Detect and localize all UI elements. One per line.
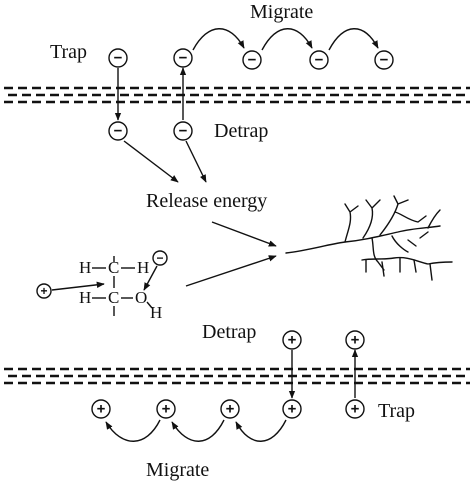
migrate-arc-bottom-3 (105, 419, 161, 442)
negative-charge-migrate-1: − (242, 50, 262, 70)
svg-text:+: + (162, 401, 171, 418)
svg-text:+: + (40, 284, 47, 298)
trap-bottom-label: Trap (378, 400, 415, 422)
migrate-arc-bottom-1 (235, 419, 287, 442)
negative-attack-arrow (143, 265, 158, 291)
svg-text:−: − (179, 123, 188, 140)
detrap-top-label: Detrap (214, 120, 268, 142)
molecule-to-tree-arrow (185, 255, 277, 287)
migrate-bottom-label: Migrate (146, 459, 209, 481)
positive-charge-migrate-1: + (91, 399, 111, 419)
bottom-electrode-layer (4, 367, 470, 385)
detrap-bottom-label: Detrap (202, 321, 256, 343)
trap-top-label: Trap (50, 41, 87, 63)
negative-charge-migrate-2: − (309, 50, 329, 70)
svg-text:H: H (79, 258, 91, 277)
negative-charge-detrap-top: − (173, 48, 193, 68)
svg-text:O: O (135, 288, 147, 307)
positive-charge-trap-top: + (345, 330, 365, 350)
migrate-arc-3 (328, 28, 379, 51)
svg-text:−: − (114, 123, 123, 140)
svg-text:H: H (137, 258, 149, 277)
positive-charge-trap-bottom: + (345, 399, 365, 419)
migrate-arc-bottom-2 (171, 419, 225, 442)
energy-to-tree-arrow (211, 221, 277, 247)
release-arrow-left (123, 140, 179, 183)
svg-text:+: + (351, 401, 360, 418)
svg-text:−: − (315, 52, 324, 69)
migrate-arc-1 (192, 28, 245, 51)
svg-text:+: + (288, 401, 297, 418)
svg-text:C: C (108, 288, 119, 307)
top-electrode-layer (4, 86, 470, 104)
negative-charge-trapped-below-left: − (108, 121, 128, 141)
svg-text:−: − (156, 251, 163, 265)
svg-text:+: + (288, 332, 297, 349)
positive-attack-arrow (51, 281, 105, 291)
release-energy-label: Release energy (146, 190, 267, 212)
positive-charge-migrate-3: + (220, 399, 240, 419)
negative-charge-trapped-below-right: − (173, 121, 193, 141)
svg-text:H: H (79, 288, 91, 307)
positive-charge-detrap-bottom: + (282, 399, 302, 419)
electrical-tree (285, 195, 453, 281)
svg-text:+: + (97, 401, 106, 418)
release-arrow-right (185, 140, 207, 183)
svg-text:H: H (150, 303, 162, 322)
positive-charge-detrap-top: + (282, 330, 302, 350)
negative-charge-attack: − (152, 250, 168, 266)
svg-text:+: + (226, 401, 235, 418)
svg-text:−: − (380, 52, 389, 69)
positive-charge-attack: + (36, 283, 52, 299)
svg-text:+: + (351, 332, 360, 349)
negative-charge-migrate-3: − (374, 50, 394, 70)
svg-text:−: − (248, 52, 257, 69)
migrate-arc-2 (261, 28, 313, 51)
migrate-top-label: Migrate (250, 1, 313, 23)
negative-charge-trap-top: − (108, 48, 128, 68)
svg-text:C: C (108, 258, 119, 277)
svg-text:−: − (114, 50, 123, 67)
molecule-structure: H C H H C O H (79, 256, 162, 322)
positive-charge-migrate-2: + (156, 399, 176, 419)
svg-text:−: − (179, 50, 188, 67)
